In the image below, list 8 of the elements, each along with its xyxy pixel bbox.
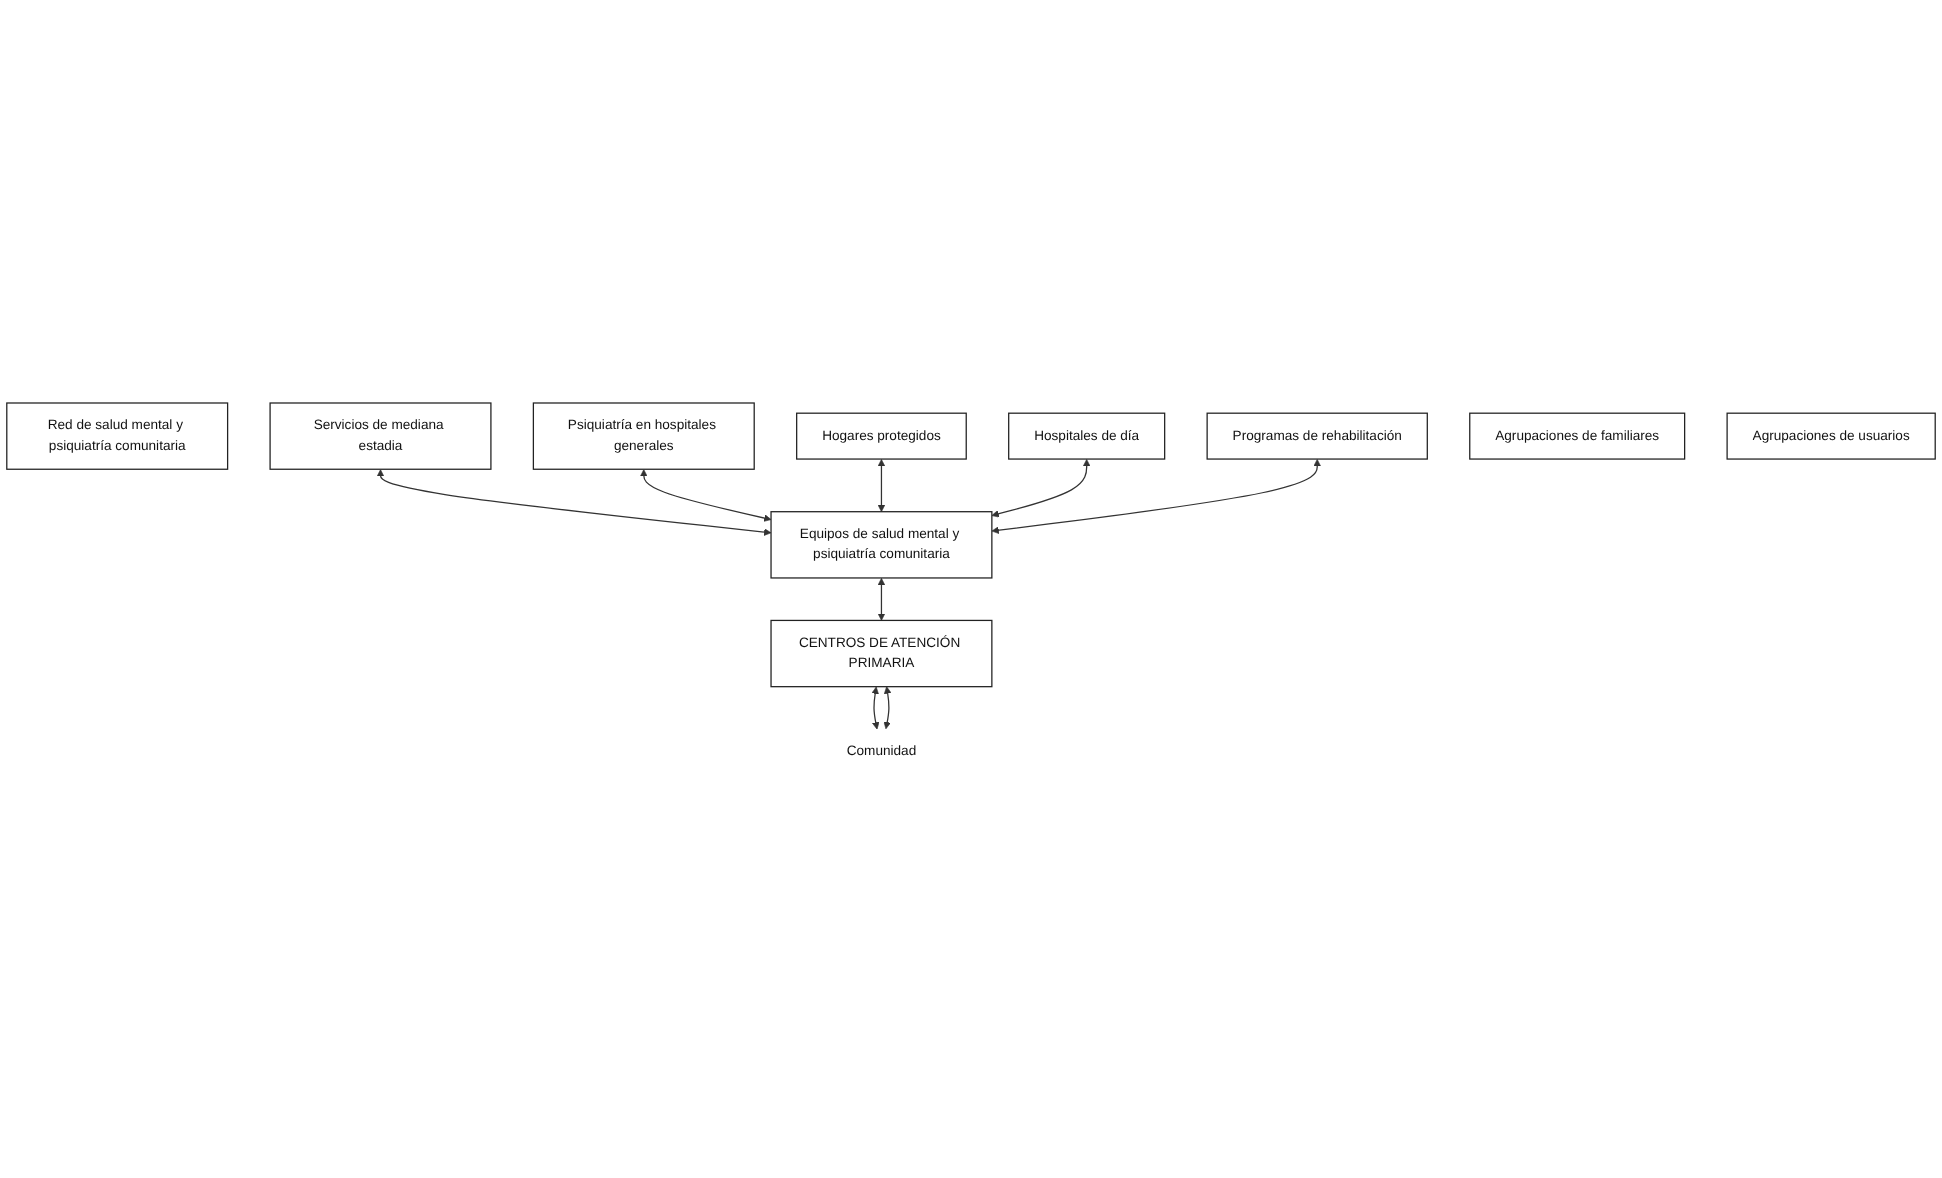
arrow (991, 459, 1321, 534)
arrow (877, 577, 886, 621)
arrow (991, 459, 1091, 518)
arrow (640, 469, 772, 522)
arrow (877, 459, 886, 513)
arrow (871, 686, 880, 730)
arrow (376, 469, 772, 536)
arrow (883, 686, 892, 730)
